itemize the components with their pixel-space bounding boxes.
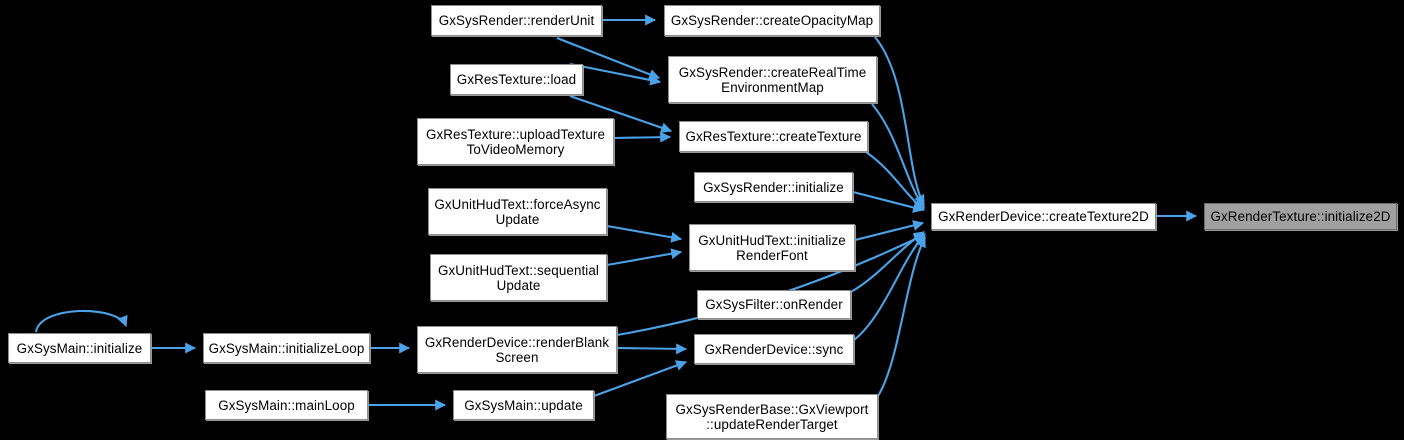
edge-createOpacityMap-to-createTexture2D [874, 36, 925, 206]
edge-createRealTimeEnvMap-to-createTexture2D [871, 103, 925, 209]
edge-sysFilterOnRender-to-createTexture2D [850, 231, 925, 293]
graph-node-createTexture2D[interactable]: GxRenderDevice::createTexture2D [931, 203, 1156, 230]
edge-resTextureLoad-to-createRealTimeEnvMap [569, 62, 662, 86]
graph-node-uploadTextureToVideo[interactable]: GxResTexture::uploadTexture ToVideoMemor… [417, 118, 614, 165]
edge-renderDeviceSync-to-createTexture2D [853, 233, 926, 341]
graph-node-createOpacityMap[interactable]: GxSysRender::createOpacityMap [664, 5, 880, 36]
graph-node-renderUnit[interactable]: GxSysRender::renderUnit [431, 5, 602, 36]
graph-node-sequentialUpdate[interactable]: GxUnitHudText::sequential Update [430, 254, 607, 301]
graph-node-sysFilterOnRender[interactable]: GxSysFilter::onRender [697, 290, 851, 319]
graph-node-createTexture[interactable]: GxResTexture::createTexture [679, 121, 868, 152]
edge-sysMainInitialize-to-sysMainInitialize [34, 309, 128, 333]
graph-node-resTextureLoad[interactable]: GxResTexture::load [450, 64, 583, 95]
graph-node-sysRenderInitialize[interactable]: GxSysRender::initialize [694, 172, 853, 202]
graph-node-sysMainMainLoop[interactable]: GxSysMain::mainLoop [205, 390, 368, 420]
graph-node-sysMainInitializeLoop[interactable]: GxSysMain::initializeLoop [203, 333, 370, 363]
graph-node-sysMainUpdate[interactable]: GxSysMain::update [453, 390, 594, 420]
edge-initializeRenderFont-to-createTexture2D [854, 220, 925, 242]
graph-node-updateRenderTarget[interactable]: GxSysRenderBase::GxViewport ::updateRend… [666, 394, 878, 439]
edge-sysRenderInitialize-to-createTexture2D [852, 190, 925, 213]
edge-forceAsyncUpdate-to-initializeRenderFont [606, 224, 683, 243]
edge-createTexture-to-createTexture2D [865, 151, 925, 211]
graph-node-initialize2D[interactable]: GxRenderTexture::initialize2D [1204, 203, 1397, 230]
edge-sequentialUpdate-to-initializeRenderFont [606, 248, 683, 267]
edge-updateRenderTarget-to-createTexture2D [877, 236, 926, 397]
edge-uploadTextureToVideo-to-createTexture [613, 131, 672, 143]
graph-node-renderBlankScreen[interactable]: GxRenderDevice::renderBlank Screen [417, 326, 617, 373]
edge-renderBlankScreen-to-renderDeviceSync [616, 343, 688, 355]
graph-node-initializeRenderFont[interactable]: GxUnitHudText::initialize RenderFont [689, 224, 855, 271]
graph-node-forceAsyncUpdate[interactable]: GxUnitHudText::forceAsync Update [428, 188, 607, 235]
graph-node-renderDeviceSync[interactable]: GxRenderDevice::sync [694, 334, 854, 364]
graph-node-sysMainInitialize[interactable]: GxSysMain::initialize [8, 333, 151, 363]
graph-node-createRealTimeEnvMap[interactable]: GxSysRender::createRealTime EnvironmentM… [668, 56, 877, 103]
